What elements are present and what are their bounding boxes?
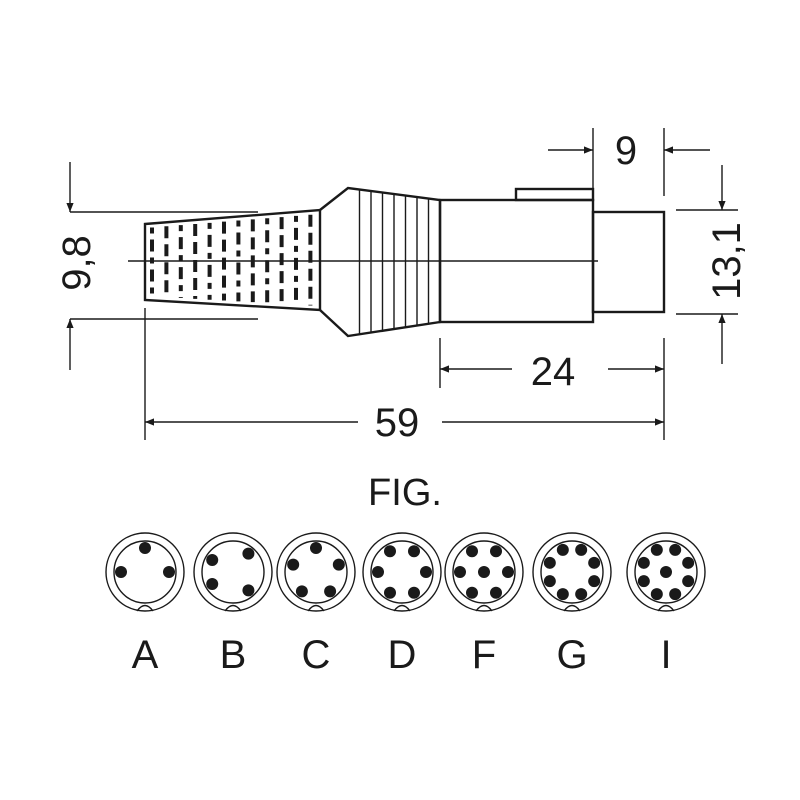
pin (295, 585, 308, 598)
connector-outer-ring (193, 532, 273, 612)
connector-inner-ring (452, 540, 516, 604)
connector-outer-ring (532, 532, 612, 612)
pin (372, 566, 384, 578)
pin (637, 575, 650, 588)
dimension-lines (66, 128, 738, 440)
connector-inner-ring (540, 540, 604, 604)
connector-outer-ring (276, 532, 356, 612)
pin (543, 575, 556, 588)
pin (163, 566, 175, 578)
connector-outer-ring (444, 532, 524, 612)
connector-side-view (128, 186, 666, 338)
connector-outer-ring (105, 532, 185, 612)
pin (543, 556, 556, 569)
dim-label-13-1: 13,1 (705, 222, 749, 300)
pin (556, 588, 569, 601)
pin (490, 586, 502, 599)
pin (242, 547, 255, 560)
pin (420, 566, 432, 578)
variant-label: A (132, 633, 159, 677)
connector-inner-ring (370, 540, 434, 604)
pin (588, 575, 601, 588)
polarization-notch (224, 604, 242, 612)
pin (556, 543, 569, 556)
connector-inner-ring (201, 540, 265, 604)
pin (669, 588, 682, 601)
pin-layout-c: C (276, 532, 356, 677)
pin (287, 558, 300, 571)
pin (242, 584, 255, 597)
center-pin (478, 566, 490, 578)
polarization-notch (136, 604, 154, 612)
polarization-notch (657, 604, 675, 612)
pin-layout-g: G (532, 532, 612, 677)
conical-grip (319, 186, 442, 338)
variant-label: I (660, 633, 671, 677)
pin (575, 543, 588, 556)
pin (682, 556, 695, 569)
strain-relief-sleeve (143, 208, 322, 312)
variant-label: G (556, 633, 587, 677)
pin (466, 545, 478, 558)
figure-caption: FIG. (368, 472, 442, 514)
polarization-notch (475, 604, 493, 612)
pin-layout-b: B (193, 532, 273, 677)
pin (324, 585, 337, 598)
pin-layout-i: I (626, 532, 706, 677)
dim-label-9: 9 (615, 129, 637, 173)
connector-outer-ring (626, 532, 706, 612)
polarization-notch (307, 604, 325, 612)
pin (384, 586, 396, 599)
pin (310, 542, 322, 554)
connector-inner-ring (113, 540, 177, 604)
pin (408, 586, 420, 599)
dim-label-24: 24 (531, 350, 576, 394)
pin (575, 588, 588, 601)
connector-inner-ring (634, 540, 698, 604)
pin-layout-d: D (362, 532, 442, 677)
latch-key (514, 187, 595, 202)
pin (490, 545, 502, 558)
pin (650, 543, 663, 556)
pin (408, 545, 420, 558)
dim-label-59: 59 (375, 401, 420, 445)
variant-label: B (220, 633, 247, 677)
pin (682, 575, 695, 588)
connector-outer-ring (362, 532, 442, 612)
pin-layout-f: F (444, 532, 524, 677)
pin (384, 545, 396, 558)
connector-inner-ring (284, 540, 348, 604)
pin (206, 578, 219, 590)
pin (669, 543, 682, 556)
pin (466, 586, 478, 599)
pin (454, 566, 466, 578)
polarization-notch (563, 604, 581, 612)
pin (637, 556, 650, 569)
dim-label-9-8: 9,8 (55, 235, 99, 291)
variant-label: D (388, 633, 417, 677)
sleeve-ribs (150, 214, 313, 306)
pin (650, 588, 663, 601)
pin (332, 558, 345, 571)
pin (588, 556, 601, 569)
grip-lines (358, 189, 430, 335)
pin (139, 542, 151, 554)
variant-label: C (302, 633, 331, 677)
polarization-notch (393, 604, 411, 612)
center-pin (660, 566, 672, 578)
pin (115, 566, 127, 578)
connector-tip (591, 210, 666, 314)
pin (206, 554, 219, 566)
variant-label: F (472, 633, 496, 677)
pin-layout-a: A (105, 532, 185, 677)
pin (502, 566, 514, 578)
